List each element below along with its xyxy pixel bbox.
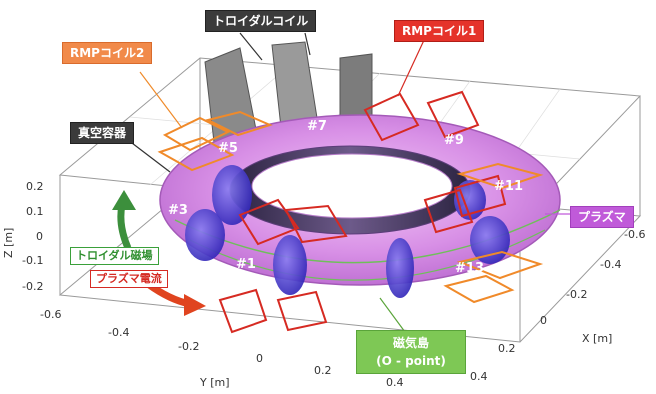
plasma-label: プラズマ — [570, 206, 634, 228]
rmp-coil-2-loop — [205, 110, 273, 137]
rmp-coil-2-loop — [456, 250, 544, 280]
leader-line — [127, 139, 171, 173]
vessel-port — [386, 238, 414, 298]
y-axis: -0.6 -0.4 -0.2 0 0.2 0.4 Y [m] — [40, 308, 404, 389]
rmp-coil-2-label: RMPコイル2 — [62, 42, 153, 64]
rmp-coil-1-loop — [363, 92, 420, 142]
rmp-coil-1-loop — [453, 174, 507, 218]
coil-number: #1 — [236, 257, 256, 272]
y-tick: 0.2 — [314, 364, 332, 377]
leader-line — [239, 32, 263, 61]
rmp-coil-1-loop — [426, 90, 480, 139]
z-axis: Z [m] 0.2 0.1 0 -0.1 -0.2 — [2, 180, 44, 293]
rmp-coil-1-loop — [276, 290, 328, 332]
rmp-coils-1 — [218, 90, 507, 334]
coil-number: #3 — [168, 203, 188, 218]
rmp-coil-1-loop — [218, 288, 268, 334]
vessel-port — [185, 209, 225, 261]
rmp-coil-2-loop — [157, 136, 235, 172]
z-axis-label: Z [m] — [2, 228, 15, 258]
y-tick: -0.4 — [108, 326, 129, 339]
x-tick: 0.4 — [470, 370, 488, 383]
plasma-torus — [159, 114, 561, 286]
coil-number: #13 — [455, 261, 484, 276]
plasma-current-label: プラズマ電流 — [90, 270, 168, 288]
vessel-port — [470, 216, 510, 264]
toroidal-field-label: トロイダル磁場 — [70, 247, 159, 265]
x-tick: 0 — [540, 314, 547, 327]
coil-number: #11 — [494, 179, 523, 194]
coil-number: #5 — [218, 141, 238, 156]
x-tick: -0.4 — [600, 258, 621, 271]
z-tick: -0.2 — [22, 280, 43, 293]
toroidal-coil-label: トロイダルコイル — [205, 10, 317, 32]
vessel-port — [212, 165, 252, 225]
vessel-ports — [185, 165, 510, 298]
x-tick: -0.6 — [624, 228, 645, 241]
vessel-port — [454, 180, 486, 220]
vessel-port — [273, 235, 307, 295]
toroidal-field-arrowhead — [112, 190, 136, 210]
torus-hole — [251, 153, 453, 219]
x-tick: -0.2 — [566, 288, 587, 301]
coil-number: #7 — [307, 119, 327, 134]
x-axis: -0.6 -0.4 -0.2 0 0.2 0.4 X [m] — [470, 228, 645, 383]
rmp-coil-1-loop — [423, 188, 474, 234]
x-tick: 0.2 — [498, 342, 516, 355]
z-tick: 0 — [36, 230, 43, 243]
z-tick: 0.1 — [26, 205, 44, 218]
plasma-current-arrowhead — [184, 294, 206, 316]
magnetic-island-line2: (O - point) — [376, 354, 446, 368]
leader-line — [139, 71, 183, 129]
y-tick: 0 — [256, 352, 263, 365]
leader-line — [379, 297, 406, 333]
z-tick: -0.1 — [22, 254, 43, 267]
rmp-coil-1-loop — [284, 204, 348, 244]
vacuum-vessel-label: 真空容器 — [70, 122, 135, 144]
leader-line — [304, 32, 311, 56]
coil-number: #15 — [352, 285, 381, 300]
y-tick: -0.2 — [178, 340, 199, 353]
rmp-coil-1-loop — [238, 198, 300, 246]
y-tick: 0.4 — [386, 376, 404, 389]
rmp-coil-2-loop — [456, 162, 544, 190]
z-tick: 0.2 — [26, 180, 44, 193]
toroidal-field-arrow — [117, 204, 132, 250]
y-axis-label: Y [m] — [199, 376, 230, 389]
coil-number: #9 — [444, 133, 464, 148]
y-tick: -0.6 — [40, 308, 61, 321]
rmp-coils-2 — [157, 110, 544, 304]
rmp-coil-1-label: RMPコイル1 — [394, 20, 485, 42]
leader-line — [397, 37, 426, 97]
rmp-coil-2-loop — [443, 274, 515, 304]
magnetic-island-line1: 磁気島 — [392, 336, 429, 350]
magnetic-island-label: 磁気島 (O - point) — [356, 330, 466, 374]
x-axis-label: X [m] — [582, 332, 612, 345]
coil-numbers: #1 #3 #5 #7 #9 #11 #13 #15 — [168, 119, 523, 300]
